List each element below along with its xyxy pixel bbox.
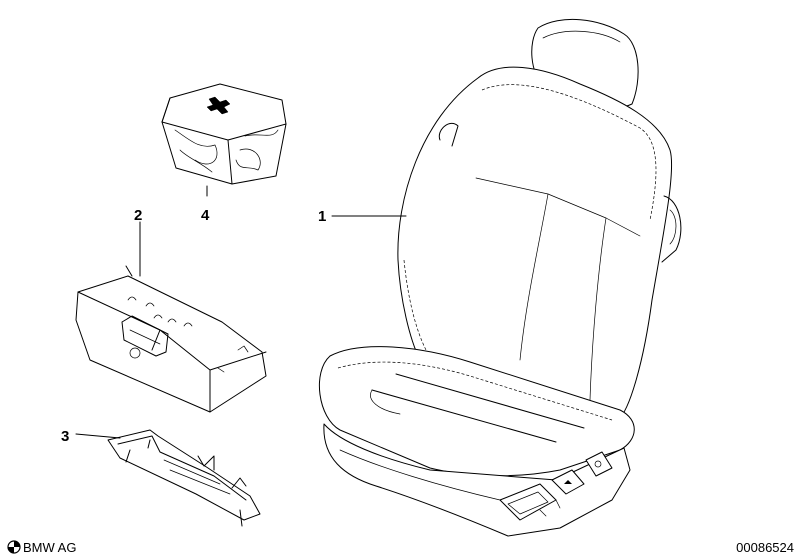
callout-leaders	[75, 215, 407, 439]
storage-compartment	[75, 265, 267, 413]
first-aid-cross-icon	[206, 96, 231, 115]
diagram-number: 00086524	[736, 540, 794, 555]
bmw-roundel-icon	[7, 540, 21, 554]
callout-label: 1	[318, 208, 326, 225]
callout-label: 4	[201, 207, 210, 224]
callout-label: 2	[134, 207, 142, 224]
seat-adjustment-controls	[499, 451, 613, 521]
brand-name: BMW AG	[23, 540, 76, 555]
front-seat	[318, 18, 682, 537]
callout-label: 3	[61, 428, 69, 445]
bracket-rail	[107, 429, 261, 527]
first-aid-kit	[161, 83, 287, 197]
